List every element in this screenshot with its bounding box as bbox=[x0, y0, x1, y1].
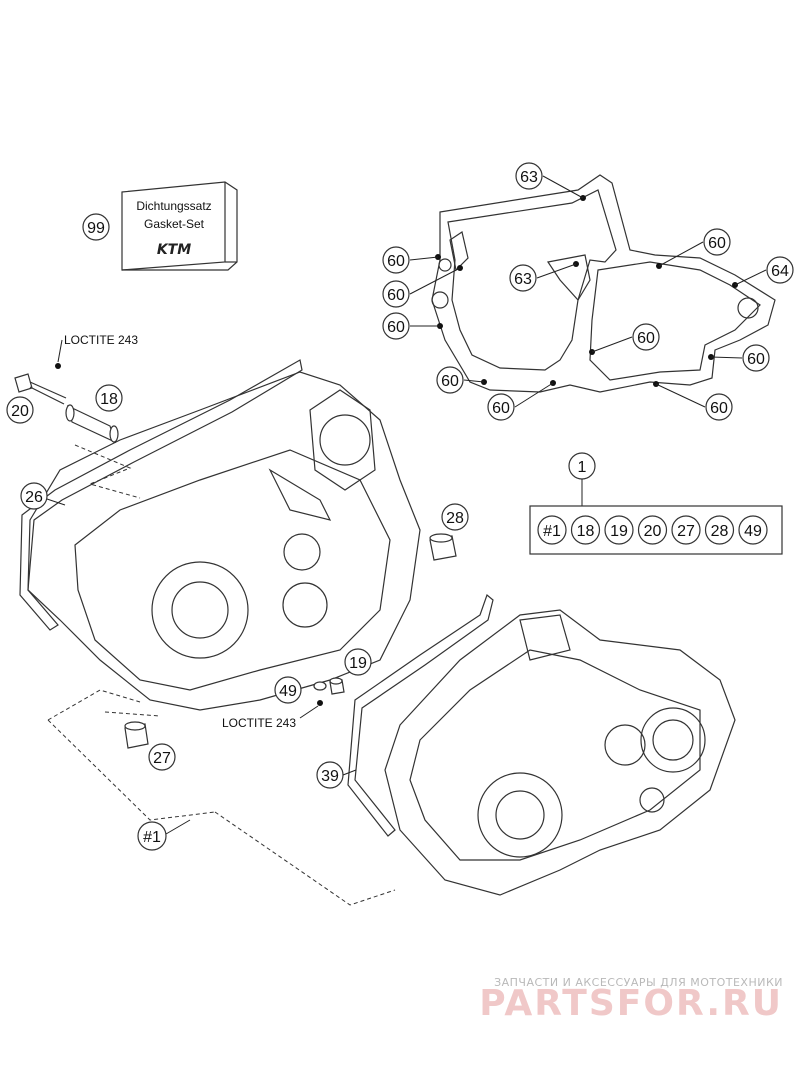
svg-text:60: 60 bbox=[747, 351, 765, 368]
gasket-39-outline bbox=[347, 593, 494, 837]
svg-text:63: 63 bbox=[520, 169, 538, 186]
callout-26: 26 bbox=[20, 482, 66, 510]
callout-60-e: 60 bbox=[487, 393, 515, 421]
svg-text:39: 39 bbox=[321, 768, 339, 785]
sleeve-18 bbox=[65, 404, 119, 444]
svg-text:20: 20 bbox=[11, 403, 29, 420]
callout-60-i: 60 bbox=[705, 393, 733, 421]
gasket-set-box: Dichtungssatz Gasket-Set KTM bbox=[121, 181, 238, 271]
kit-item-circle bbox=[570, 515, 601, 545]
svg-text:60: 60 bbox=[492, 400, 510, 417]
loctite-label-bottom: LOCTITE 243 bbox=[222, 716, 296, 730]
gasket-box-line2: Gasket-Set bbox=[144, 217, 205, 231]
kit-item-label: 20 bbox=[644, 523, 662, 540]
gasket-outer bbox=[431, 174, 776, 393]
svg-text:49: 49 bbox=[279, 683, 297, 700]
callout-27: 27 bbox=[148, 743, 176, 771]
svg-text:26: 26 bbox=[25, 489, 43, 506]
crankcase-left bbox=[27, 371, 421, 711]
callout-60-g: 60 bbox=[703, 228, 731, 256]
kit-item-label: #1 bbox=[543, 523, 561, 540]
svg-text:1: 1 bbox=[578, 459, 587, 476]
leaders-top bbox=[409, 175, 767, 408]
watermark: ЗАПЧАСТИ И АКСЕССУАРЫ ДЛЯ МОТОТЕХНИКИ PA… bbox=[479, 976, 783, 1024]
svg-text:60: 60 bbox=[387, 287, 405, 304]
kit-item-circle bbox=[537, 515, 567, 545]
svg-text:60: 60 bbox=[710, 400, 728, 417]
callout-19: 19 bbox=[344, 648, 372, 676]
gasket-26-outline bbox=[19, 359, 303, 631]
kit-item-label: 19 bbox=[610, 523, 628, 540]
svg-text:28: 28 bbox=[446, 510, 464, 527]
svg-text:99: 99 bbox=[87, 220, 105, 237]
svg-text:60: 60 bbox=[387, 319, 405, 336]
kit-item-circle bbox=[704, 515, 735, 545]
kit-items: #1 18 19 20 27 28 49 bbox=[537, 515, 768, 545]
callout-39: 39 bbox=[316, 761, 357, 789]
svg-text:18: 18 bbox=[100, 391, 118, 408]
ktm-logo: KTM bbox=[157, 242, 191, 258]
dowel-27 bbox=[124, 721, 149, 749]
bolt-20 bbox=[14, 363, 67, 405]
callout-60-h: 60 bbox=[742, 344, 770, 372]
kit-item-circle bbox=[738, 515, 768, 545]
svg-text:60: 60 bbox=[441, 373, 459, 390]
callout-60-a: 60 bbox=[382, 246, 410, 274]
kit-item-label: 18 bbox=[577, 523, 595, 540]
kit-contents-box: #1 18 19 20 27 28 49 bbox=[529, 505, 783, 555]
dowel-28 bbox=[429, 533, 457, 561]
kit-item-circle bbox=[637, 515, 668, 545]
gasket-box-line1: Dichtungssatz bbox=[136, 199, 211, 213]
crankcase-right bbox=[384, 609, 736, 896]
callout-99: 99 bbox=[82, 213, 110, 241]
callout-18: 18 bbox=[95, 384, 123, 412]
callout-hash-1: #1 bbox=[137, 819, 191, 851]
callout-60-c: 60 bbox=[382, 312, 410, 340]
kit-item-label: 27 bbox=[677, 523, 695, 540]
callout-1: 1 bbox=[568, 452, 596, 506]
screw-19 bbox=[329, 677, 345, 695]
watermark-line2: PARTSFOR.RU bbox=[479, 983, 783, 1024]
callout-63-top: 63 bbox=[515, 162, 543, 190]
callout-60-b: 60 bbox=[382, 280, 410, 308]
loctite-label-top: LOCTITE 243 bbox=[64, 333, 138, 347]
svg-text:19: 19 bbox=[349, 655, 367, 672]
svg-text:63: 63 bbox=[514, 271, 532, 288]
callout-60-f: 60 bbox=[632, 323, 660, 351]
watermark-line1: ЗАПЧАСТИ И АКСЕССУАРЫ ДЛЯ МОТОТЕХНИКИ bbox=[494, 976, 783, 989]
svg-text:60: 60 bbox=[637, 330, 655, 347]
svg-text:27: 27 bbox=[153, 750, 171, 767]
kit-item-label: 28 bbox=[711, 523, 729, 540]
kit-item-label: 49 bbox=[744, 523, 762, 540]
callout-60-d: 60 bbox=[436, 366, 464, 394]
callout-63-mid: 63 bbox=[509, 264, 537, 292]
svg-text:60: 60 bbox=[708, 235, 726, 252]
svg-text:64: 64 bbox=[771, 263, 789, 280]
kit-item-circle bbox=[604, 515, 634, 545]
callout-28: 28 bbox=[441, 503, 469, 531]
svg-text:60: 60 bbox=[387, 253, 405, 270]
svg-text:#1: #1 bbox=[143, 829, 161, 846]
callout-20: 20 bbox=[6, 396, 34, 424]
gasket-bolt-dots bbox=[435, 195, 738, 387]
loctite-drop-icon bbox=[55, 363, 61, 369]
washer-49 bbox=[313, 681, 327, 706]
callout-64: 64 bbox=[766, 256, 794, 284]
callout-49: 49 bbox=[274, 676, 302, 704]
kit-item-circle bbox=[671, 515, 701, 545]
